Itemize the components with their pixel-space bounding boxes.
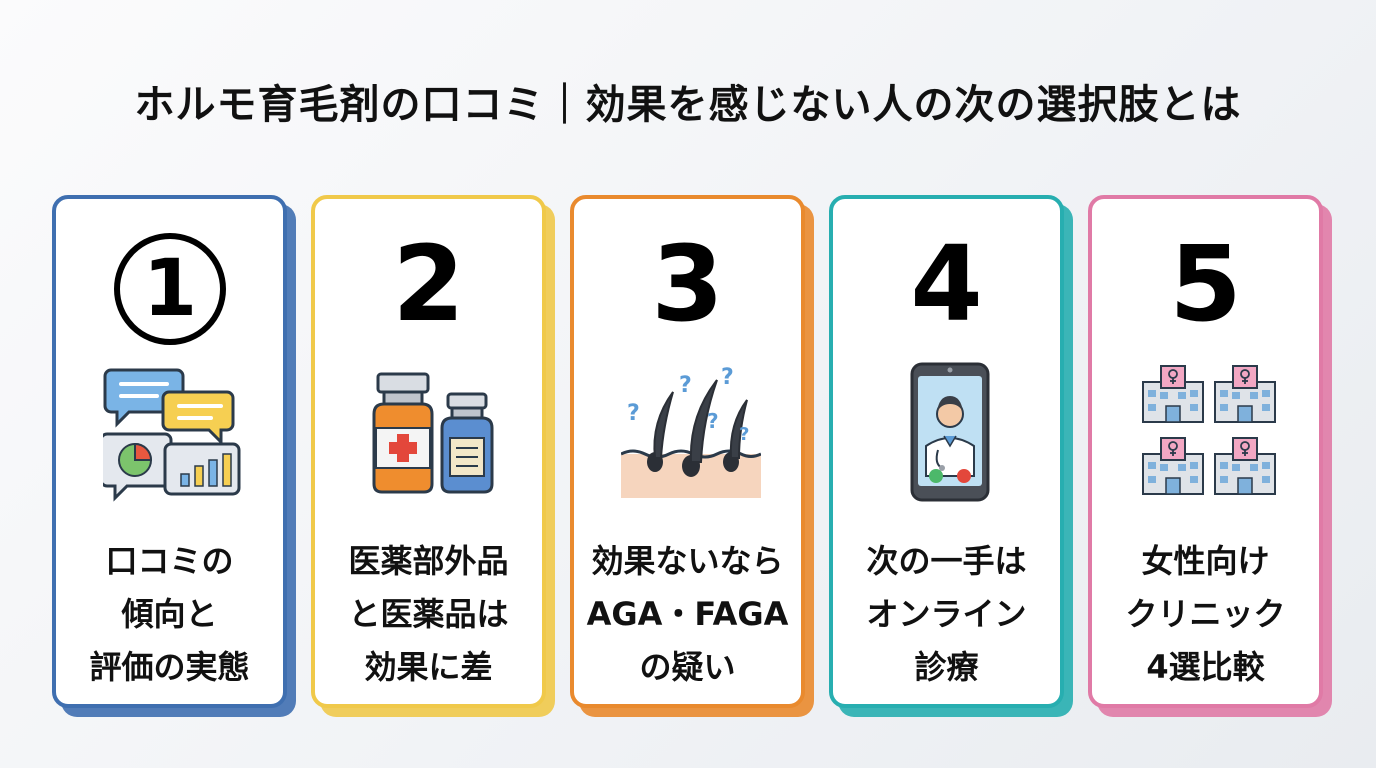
card-5-line-1: 女性向け [1141, 542, 1270, 580]
page-title: ホルモ育毛剤の口コミ｜効果を感じない人の次の選択肢とは [134, 82, 1242, 128]
card-2-face: 2 医薬部外品 と医薬品は 効果に差 [311, 195, 546, 708]
card-1-number-circle: 1 [114, 233, 226, 345]
medicine-bottles-icon [372, 372, 494, 494]
card-1: 1 口コミの 傾向と 評価の実態 [52, 195, 296, 717]
card-2-line-3: 効果に差 [364, 648, 493, 686]
card-4: 4 次の一手は オンライン 診療 [829, 195, 1073, 717]
card-4-text: 次の一手は オンライン 診療 [833, 535, 1060, 694]
card-3: 3 ? ? ? ? ? 効果ないなら AGA・FAGA の疑い [570, 195, 814, 717]
svg-text:?: ? [721, 365, 734, 390]
svg-text:?: ? [627, 401, 640, 426]
women-clinics-icon [1142, 365, 1276, 495]
card-1-line-1: 口コミの [105, 542, 234, 580]
hair-question-icon: ? ? ? ? ? [621, 365, 761, 498]
card-5-number: 5 [1169, 223, 1242, 345]
card-1-face: 1 口コミの 傾向と 評価の実態 [52, 195, 287, 708]
card-5: 5 女性向け クリニック 4選比較 [1088, 195, 1332, 717]
card-4-line-1: 次の一手は [866, 542, 1027, 580]
card-5-line-2: クリニック [1125, 595, 1286, 633]
card-3-number: 3 [651, 223, 724, 345]
card-5-face: 5 女性向け クリニック 4選比較 [1088, 195, 1323, 708]
card-2-line-2: と医薬品は [348, 595, 509, 633]
card-4-line-2: オンライン [866, 595, 1027, 633]
card-1-text: 口コミの 傾向と 評価の実態 [56, 535, 283, 694]
card-3-text: 効果ないなら AGA・FAGA の疑い [574, 535, 801, 694]
card-3-line-1: 効果ないなら [591, 542, 784, 580]
card-1-line-2: 傾向と [121, 595, 218, 633]
card-5-line-3: 4選比較 [1146, 648, 1265, 686]
card-2-text: 医薬部外品 と医薬品は 効果に差 [315, 535, 542, 694]
card-5-text: 女性向け クリニック 4選比較 [1092, 535, 1319, 694]
card-2-line-1: 医薬部外品 [348, 542, 509, 580]
card-2: 2 医薬部外品 と医薬品は 効果に差 [311, 195, 555, 717]
card-4-number: 4 [910, 223, 983, 345]
svg-text:?: ? [739, 424, 749, 445]
card-4-face: 4 次の一手は オンライン 診療 [829, 195, 1064, 708]
card-2-number: 2 [392, 223, 465, 345]
card-1-number: 1 [142, 244, 198, 334]
card-3-line-3: の疑い [639, 648, 736, 686]
card-1-line-3: 評価の実態 [89, 648, 250, 686]
card-3-face: 3 ? ? ? ? ? 効果ないなら AGA・FAGA の疑い [570, 195, 805, 708]
review-chat-icon [103, 368, 241, 502]
card-4-line-3: 診療 [914, 648, 979, 686]
online-doctor-phone-icon [910, 362, 990, 502]
svg-text:?: ? [679, 373, 692, 398]
card-3-line-2: AGA・FAGA [586, 595, 789, 633]
svg-text:?: ? [707, 409, 719, 433]
